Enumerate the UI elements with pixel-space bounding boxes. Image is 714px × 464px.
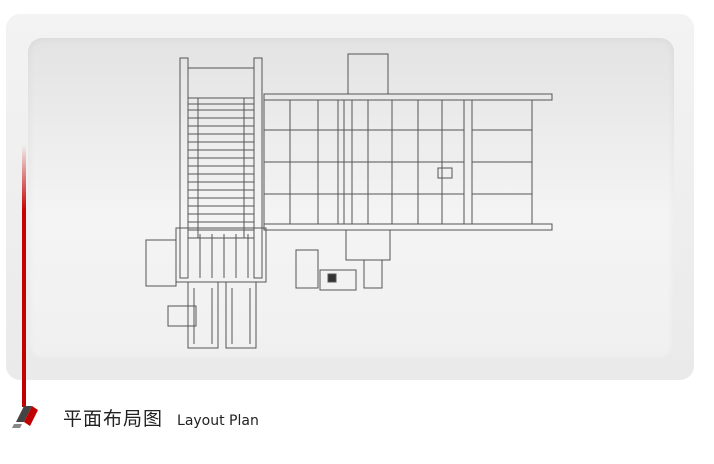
layout-plan-drawing: [145, 53, 553, 349]
lower-left-machinery: [145, 227, 319, 349]
layout-plan-image-panel: [28, 38, 674, 360]
left-conveyor-frame: [179, 57, 263, 279]
accent-vertical-line: [22, 145, 26, 407]
brand-logo-icon: [12, 406, 38, 428]
right-frame: [437, 99, 533, 225]
auxiliary-boxes: [319, 53, 391, 291]
caption: 平面布局图 Layout Plan: [63, 404, 259, 434]
caption-chinese-title: 平面布局图: [63, 408, 164, 430]
caption-english-title: Layout Plan: [177, 413, 259, 429]
main-conveyor-body: [263, 93, 553, 231]
